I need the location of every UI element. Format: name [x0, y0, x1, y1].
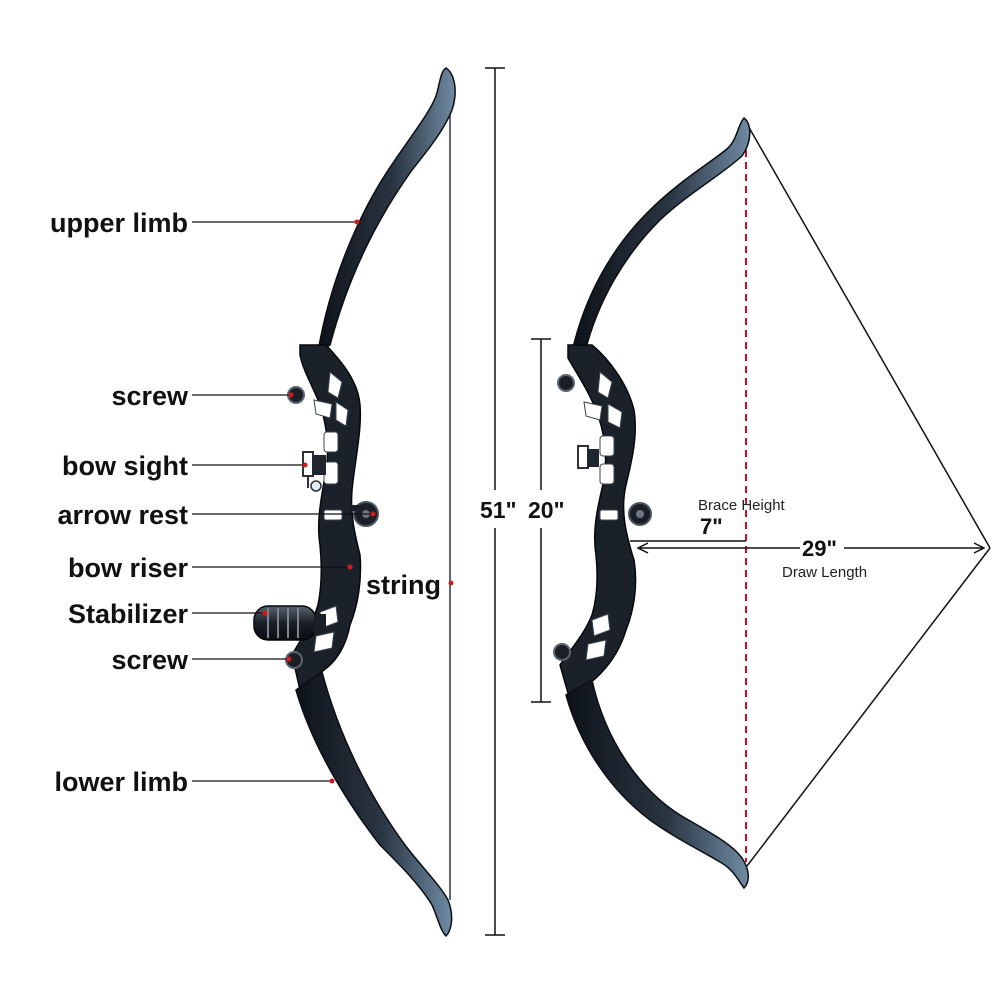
label-stabilizer: Stabilizer: [68, 599, 189, 629]
stabilizer-icon: [253, 605, 326, 641]
brace-height-label: Brace Height: [698, 497, 786, 514]
riser-hole: [607, 403, 623, 429]
bow-sight-icon: [302, 451, 326, 492]
label-screw-bottom: screw: [111, 645, 189, 675]
riser-hole: [313, 631, 335, 653]
brace-height-value: 7": [700, 514, 723, 539]
left-bow: [253, 67, 456, 938]
riser-hole: [597, 371, 613, 399]
marker-dot: [448, 580, 454, 586]
riser-hole: [583, 401, 603, 421]
draw-length-measure: [636, 542, 986, 554]
leader-lines: [192, 221, 372, 782]
riser-hole: [323, 509, 343, 521]
right-top-screw-icon: [557, 374, 575, 392]
riser-hole: [323, 461, 339, 485]
marker-dot: [288, 392, 294, 398]
marker-dot: [370, 511, 376, 517]
label-lower-limb: lower limb: [54, 767, 188, 797]
riser-hole: [599, 509, 619, 521]
marker-dot: [347, 564, 353, 570]
riser-hole: [585, 639, 607, 661]
label-bow-riser: bow riser: [68, 553, 189, 583]
right-lower-limb-shape: [565, 678, 749, 890]
marker-dot: [262, 610, 268, 616]
upper-limb-shape: [316, 67, 456, 354]
marker-dot: [354, 219, 360, 225]
riser-hole: [313, 399, 333, 419]
right-riser-shape: [559, 344, 637, 702]
marker-dot: [329, 778, 335, 784]
label-arrow-rest: arrow rest: [57, 500, 188, 530]
draw-line-bottom: [746, 547, 991, 867]
riser-hole: [599, 463, 615, 485]
riser-hole: [599, 435, 615, 457]
marker-dot: [286, 656, 292, 662]
right-bow: [553, 117, 991, 890]
draw-line-top: [746, 123, 991, 549]
riser-hole: [327, 371, 343, 399]
right-bow-sight-icon: [577, 445, 599, 469]
right-bottom-screw-icon: [553, 643, 571, 661]
right-arrow-rest-icon: [628, 502, 652, 526]
label-bow-sight: bow sight: [62, 451, 188, 481]
riser-hole: [335, 401, 349, 427]
marker-dot: [302, 462, 308, 468]
riser-length-value: 20": [528, 497, 565, 523]
riser-hole: [323, 431, 339, 453]
riser-length-bar: [531, 338, 551, 703]
draw-length-value: 29": [802, 536, 837, 561]
lower-limb-shape: [295, 670, 453, 938]
bottom-screw-icon: [285, 651, 303, 669]
label-screw-top: screw: [111, 381, 189, 411]
total-length-bar: [485, 67, 505, 936]
draw-length-label: Draw Length: [782, 564, 867, 581]
right-upper-limb-shape: [571, 117, 751, 353]
label-string: string: [366, 570, 441, 600]
riser-hole: [591, 613, 611, 637]
marker-dots: [262, 219, 454, 784]
label-upper-limb: upper limb: [50, 208, 188, 238]
total-length-value: 51": [480, 497, 517, 523]
